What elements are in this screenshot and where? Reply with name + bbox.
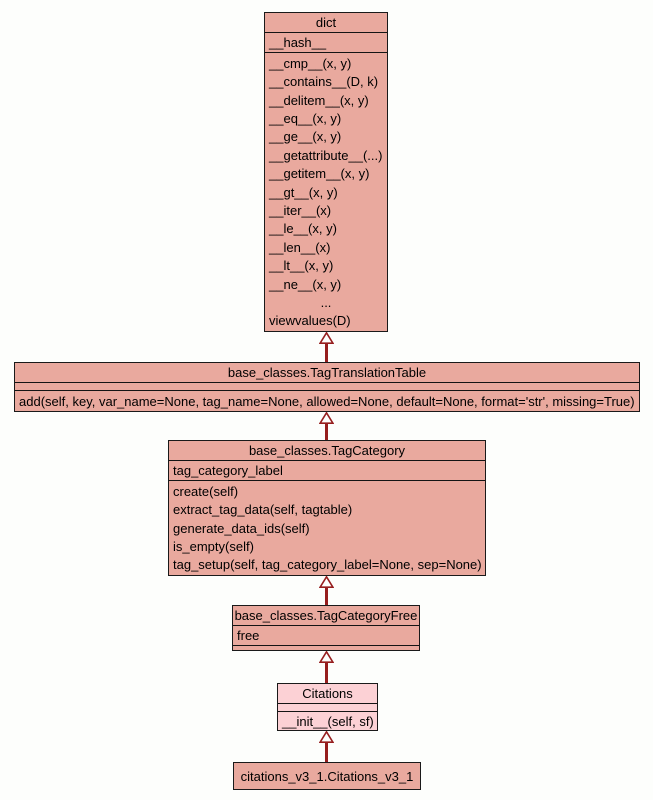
attributes-compartment-empty — [15, 383, 639, 391]
arrow-stem — [325, 343, 328, 362]
attribute: free — [237, 628, 260, 643]
attributes-compartment: free — [233, 626, 419, 646]
method: __le__(x, y) — [269, 221, 337, 237]
method: generate_data_ids(self) — [173, 520, 310, 536]
attributes-compartment-empty — [278, 704, 377, 712]
method: __contains__(D, k) — [269, 74, 379, 90]
methods-compartment-empty — [233, 646, 419, 650]
method: __cmp__(x, y) — [269, 55, 352, 71]
attributes-compartment: __hash__ — [265, 33, 387, 53]
method: __init__(self, sf) — [282, 713, 374, 729]
methods-compartment: create(self) extract_tag_data(self, tagt… — [169, 481, 485, 575]
method: __lt__(x, y) — [269, 258, 334, 274]
method: __eq__(x, y) — [269, 110, 342, 126]
class-node-citations-v3-1[interactable]: citations_v3_1.Citations_v3_1 — [233, 762, 421, 790]
class-title: Citations — [278, 684, 377, 704]
ellipsis-more-methods: ... — [320, 294, 332, 310]
method: __gt__(x, y) — [269, 184, 338, 200]
class-node-tagtranslationtable[interactable]: base_classes.TagTranslationTable add(sel… — [14, 362, 640, 412]
inheritance-arrow-citations-to-tagcategoryfree — [319, 651, 334, 683]
class-node-citations[interactable]: Citations __init__(self, sf) — [277, 683, 378, 731]
method: create(self) — [173, 483, 239, 499]
method: __iter__(x) — [269, 202, 332, 218]
class-node-dict[interactable]: dict __hash__ __cmp__(x, y) __contains__… — [264, 12, 388, 332]
class-title: citations_v3_1.Citations_v3_1 — [240, 768, 414, 784]
class-title: base_classes.TagTranslationTable — [15, 363, 639, 383]
class-node-tagcategoryfree[interactable]: base_classes.TagCategoryFree free — [232, 605, 420, 651]
method: extract_tag_data(self, tagtable) — [173, 502, 353, 518]
arrow-stem — [325, 742, 328, 762]
method: __len__(x) — [269, 239, 331, 255]
methods-compartment: add(self, key, var_name=None, tag_name=N… — [15, 391, 639, 411]
method: __ge__(x, y) — [269, 129, 342, 145]
attribute: tag_category_label — [173, 463, 283, 478]
methods-compartment: __cmp__(x, y) __contains__(D, k) __delit… — [265, 53, 387, 331]
class-node-tagcategory[interactable]: base_classes.TagCategory tag_category_la… — [168, 440, 486, 576]
inheritance-arrow-tagcategoryfree-to-tagcategory — [319, 576, 334, 605]
method: __getattribute__(...) — [269, 147, 383, 163]
methods-compartment: __init__(self, sf) — [278, 712, 377, 730]
arrow-stem — [325, 423, 328, 440]
method: is_empty(self) — [173, 538, 254, 554]
attribute: __hash__ — [269, 35, 327, 50]
inheritance-arrow-tagtranslationtable-to-dict — [319, 332, 334, 362]
method: add(self, key, var_name=None, tag_name=N… — [19, 393, 635, 409]
inheritance-arrow-tagcategory-to-tagtranslationtable — [319, 412, 334, 440]
method: tag_setup(self, tag_category_label=None,… — [173, 557, 482, 573]
method: viewvalues(D) — [269, 313, 351, 329]
attributes-compartment: tag_category_label — [169, 461, 485, 481]
arrow-stem — [325, 662, 328, 683]
class-title: base_classes.TagCategory — [169, 441, 485, 461]
method: __delitem__(x, y) — [269, 92, 369, 108]
inheritance-arrow-citationsv31-to-citations — [319, 731, 334, 762]
arrow-stem — [325, 587, 328, 605]
method: __ne__(x, y) — [269, 276, 342, 292]
method: __getitem__(x, y) — [269, 166, 370, 182]
class-title: dict — [265, 13, 387, 33]
class-title: base_classes.TagCategoryFree — [233, 606, 419, 626]
